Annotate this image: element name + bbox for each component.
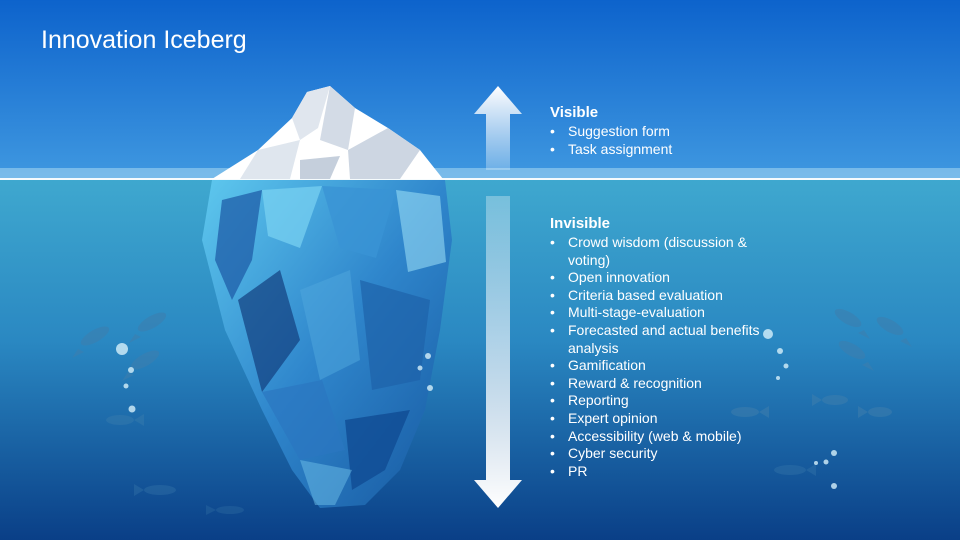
bubble-icon xyxy=(128,405,136,413)
bubble-icon xyxy=(128,367,134,373)
bubble-icon xyxy=(783,363,789,369)
list-item: Gamification xyxy=(550,357,784,375)
list-item: Accessibility (web & mobile) xyxy=(550,428,784,446)
fish-icon xyxy=(72,326,110,358)
invisible-heading: Invisible xyxy=(550,215,611,232)
list-item: Crowd wisdom (discussion & voting) xyxy=(550,234,784,269)
list-item: Forecasted and actual benefits analysis xyxy=(550,322,784,357)
list-item: Multi-stage-evaluation xyxy=(550,304,784,322)
fish-icon xyxy=(834,308,870,339)
bubble-icon xyxy=(831,483,837,489)
iceberg-icon xyxy=(202,86,452,508)
fish-icon xyxy=(134,484,176,496)
list-item: Criteria based evaluation xyxy=(550,287,784,305)
water-surface-glow xyxy=(0,168,960,178)
fish-icon xyxy=(838,340,874,371)
bubble-icon xyxy=(823,459,829,465)
list-item: PR xyxy=(550,463,784,481)
bubble-icon xyxy=(831,450,837,456)
visible-list: Suggestion form Task assignment xyxy=(550,123,784,158)
water-line xyxy=(0,178,960,180)
visible-section: Visible Suggestion form Task assignment xyxy=(550,104,784,158)
fish-icon xyxy=(129,312,167,343)
fish-icon xyxy=(812,394,848,406)
slide-title: Innovation Iceberg xyxy=(41,26,247,54)
water xyxy=(0,178,960,540)
fish-icon xyxy=(122,350,160,381)
list-item: Cyber security xyxy=(550,445,784,463)
fish-icon xyxy=(206,505,244,515)
list-item: Open innovation xyxy=(550,269,784,287)
bubble-icon xyxy=(123,383,129,389)
arrow-down xyxy=(474,196,522,508)
bubble-icon xyxy=(116,343,128,355)
bubble-icon xyxy=(814,461,818,465)
bubble-icon xyxy=(425,353,431,359)
bubble-icon xyxy=(427,385,433,391)
list-item: Expert opinion xyxy=(550,410,784,428)
sky xyxy=(0,0,960,178)
invisible-section: Invisible Crowd wisdom (discussion & vot… xyxy=(550,215,784,480)
fish-icon xyxy=(858,406,892,418)
fish-icon xyxy=(106,414,144,426)
bubble-icon xyxy=(417,365,423,371)
list-item: Task assignment xyxy=(550,141,784,159)
invisible-list: Crowd wisdom (discussion & voting) Open … xyxy=(550,234,784,480)
list-item: Reward & recognition xyxy=(550,375,784,393)
arrow-up xyxy=(474,86,522,170)
visible-heading: Visible xyxy=(550,104,599,121)
list-item: Reporting xyxy=(550,392,784,410)
fish-icon xyxy=(876,316,912,347)
list-item: Suggestion form xyxy=(550,123,784,141)
double-arrow-icon xyxy=(474,86,522,508)
